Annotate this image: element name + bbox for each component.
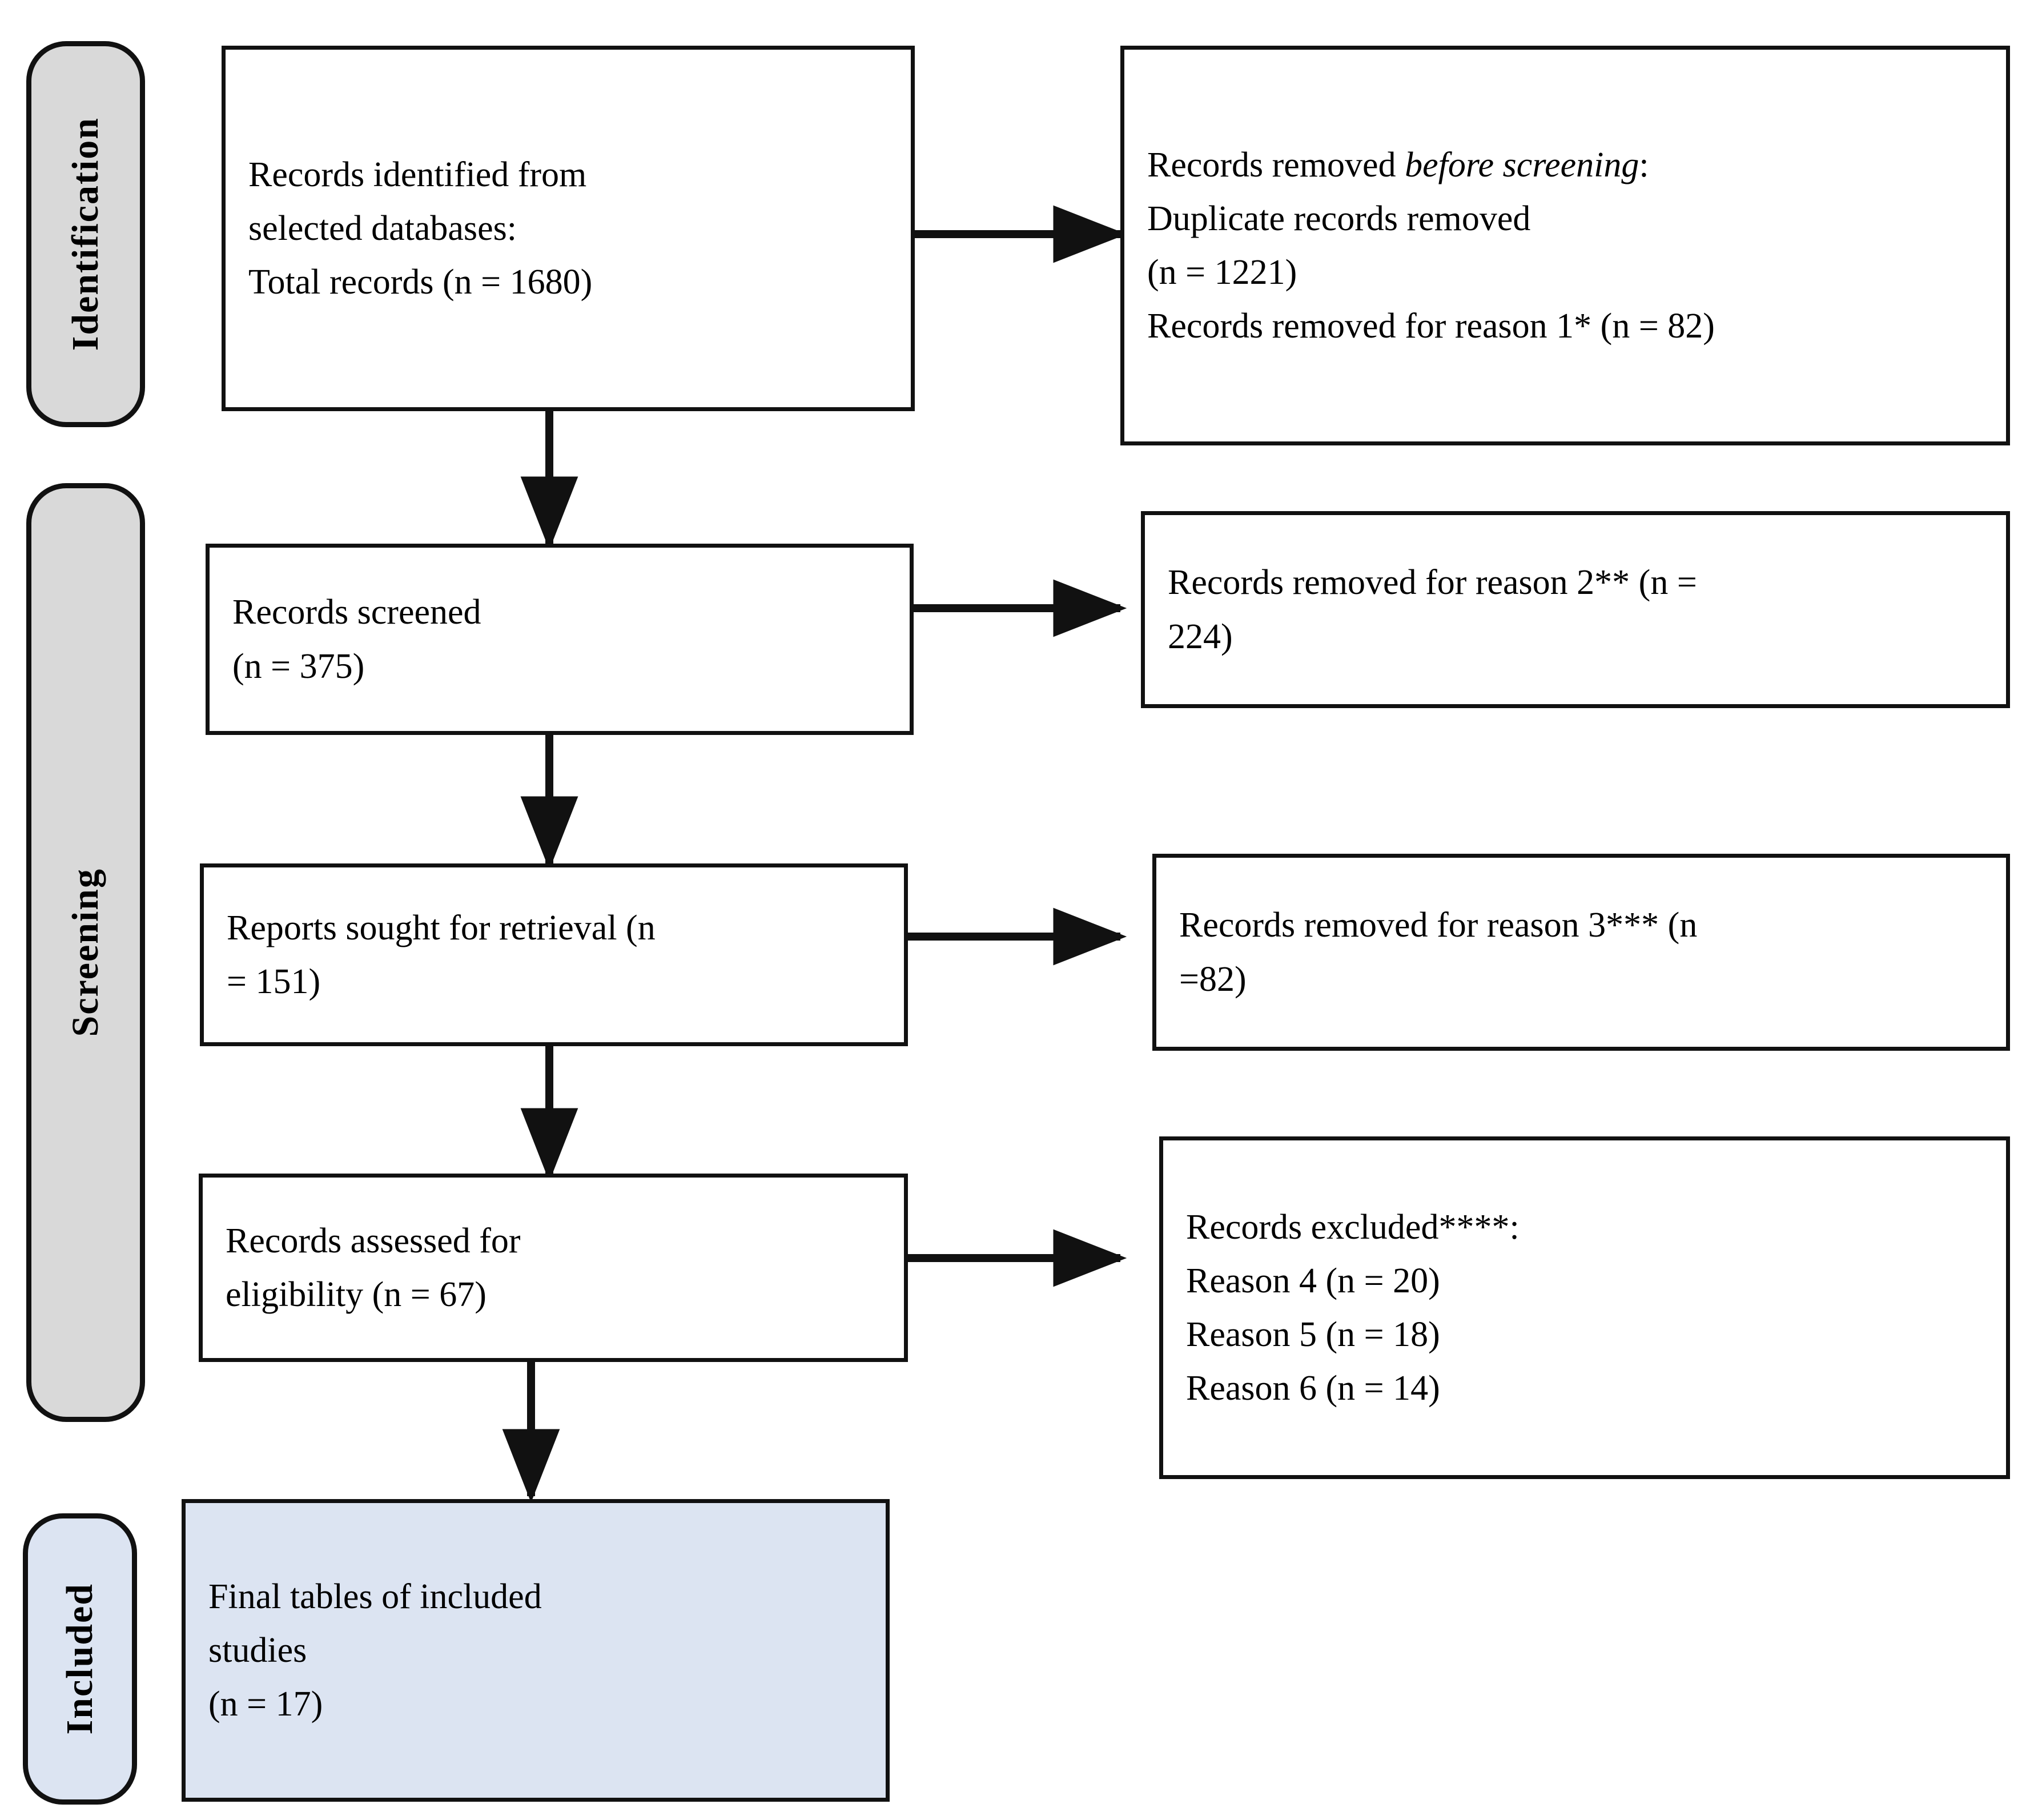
box-records-excluded-text: Records excluded****: Reason 4 (n = 20) … [1163, 1200, 2006, 1416]
box-records-removed-reason2: Records removed for reason 2** (n = 224) [1141, 511, 2010, 708]
box-records-identified-text: Records identified from selected databas… [226, 148, 911, 310]
records-screened-line2: (n = 375) [232, 646, 365, 686]
records-identified-line3: Total records (n = 1680) [248, 263, 593, 302]
included-final-line2: studies [208, 1630, 307, 1670]
box-records-removed-before-screening-text: Records removed before screening: Duplic… [1124, 138, 2006, 353]
box-records-excluded: Records excluded****: Reason 4 (n = 20) … [1159, 1136, 2010, 1479]
sought-retrieval-line2: = 151) [227, 962, 321, 1001]
assessed-eligibility-line2: eligibility (n = 67) [226, 1275, 487, 1314]
records-identified-line1: Records identified from [248, 155, 587, 194]
box-records-assessed-for-eligibility: Records assessed for eligibility (n = 67… [199, 1174, 908, 1362]
box-records-removed-before-screening: Records removed before screening: Duplic… [1120, 46, 2010, 445]
removed-before-screening-line4: Records removed for reason 1* (n = 82) [1147, 307, 1715, 346]
stage-label-screening: Screening [65, 868, 106, 1037]
records-screened-line1: Records screened [232, 593, 481, 632]
box-records-removed-reason3: Records removed for reason 3*** (n =82) [1152, 854, 2010, 1051]
removed-before-screening-heading: Records removed before screening: [1147, 138, 1983, 192]
excluded-line3: Reason 5 (n = 18) [1186, 1315, 1440, 1354]
stage-label-included: Included [59, 1583, 101, 1735]
box-records-assessed-for-eligibility-text: Records assessed for eligibility (n = 67… [203, 1214, 904, 1321]
stage-tab-identification: Identification [26, 41, 145, 427]
removed-before-screening-line3: (n = 1221) [1147, 253, 1297, 292]
box-records-removed-reason3-text: Records removed for reason 3*** (n =82) [1156, 898, 2006, 1006]
removed-before-screening-heading-italic: before screening [1405, 145, 1639, 184]
stage-tab-included: Included [23, 1513, 137, 1805]
included-final-line3: (n = 17) [208, 1685, 323, 1724]
removed-before-screening-heading-plain: Records removed [1147, 145, 1405, 184]
removed-before-screening-line2: Duplicate records removed [1147, 199, 1531, 238]
removed-reason3-line2: =82) [1179, 959, 1247, 999]
removed-before-screening-heading-colon: : [1639, 145, 1649, 184]
removed-reason2-line2: 224) [1168, 617, 1233, 656]
records-identified-line2: selected databases: [248, 208, 517, 248]
stage-tab-screening: Screening [26, 483, 145, 1422]
box-reports-sought-for-retrieval: Reports sought for retrieval (n = 151) [200, 863, 908, 1046]
excluded-line4: Reason 6 (n = 14) [1186, 1369, 1440, 1408]
box-reports-sought-for-retrieval-text: Reports sought for retrieval (n = 151) [204, 901, 904, 1009]
box-final-tables-of-included-studies-text: Final tables of included studies (n = 17… [186, 1570, 886, 1731]
excluded-line1: Records excluded****: [1186, 1207, 1519, 1247]
box-records-identified: Records identified from selected databas… [222, 46, 915, 411]
box-final-tables-of-included-studies: Final tables of included studies (n = 17… [182, 1499, 890, 1802]
sought-retrieval-line1: Reports sought for retrieval (n [227, 908, 656, 947]
box-records-screened: Records screened (n = 375) [206, 544, 914, 735]
assessed-eligibility-line1: Records assessed for [226, 1221, 521, 1260]
box-records-screened-text: Records screened (n = 375) [210, 585, 910, 693]
excluded-line2: Reason 4 (n = 20) [1186, 1261, 1440, 1300]
stage-label-identification: Identification [65, 117, 106, 351]
removed-reason2-line1: Records removed for reason 2** (n = [1168, 563, 1697, 602]
removed-reason3-line1: Records removed for reason 3*** (n [1179, 906, 1698, 945]
box-records-removed-reason2-text: Records removed for reason 2** (n = 224) [1145, 556, 2006, 663]
included-final-line1: Final tables of included [208, 1577, 542, 1616]
